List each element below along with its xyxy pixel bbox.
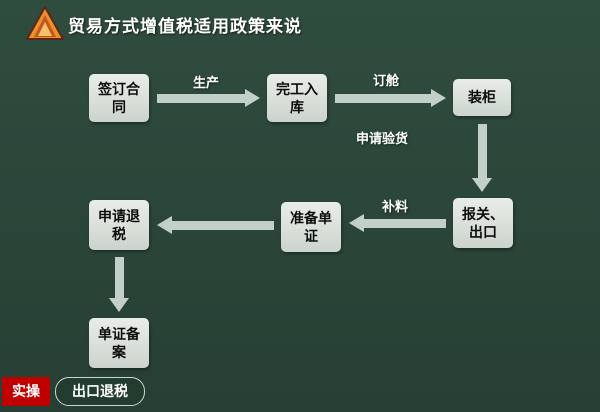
arrow-shaft [477,124,487,178]
node-finished-goods-in: 完工入库 [267,74,327,122]
node-prepare-documents: 准备单证 [281,202,341,252]
arrow-right-head-icon [245,89,260,107]
arrow-right-head-icon [431,89,446,107]
arrow-shaft [157,93,245,103]
node-sign-contract: 签订合同 [89,74,149,122]
edge-label-supplement: 补料 [382,199,409,214]
edge-label-produce: 生产 [193,75,220,90]
tab-export-tax-refund: 出口退税 [55,377,145,406]
node-document-filing: 单证备案 [89,318,149,368]
flow-arrow-supplement [349,214,446,232]
arrow-shaft [335,93,431,103]
flow-arrow-booking [335,89,446,107]
node-customs-declaration-export: 报关、出口 [453,198,513,248]
edge-label-inspection: 申请验货 [356,131,409,146]
arrow-down-head-icon [109,298,129,312]
arrow-shaft [364,218,446,228]
flow-arrow-produce [157,89,260,107]
slide-title: 贸易方式增值税适用政策来说 [68,17,302,36]
arrow-left-head-icon [157,216,172,234]
flow-arrow-loading-to-customs [472,124,492,192]
footer-tabs: 实操 出口退税 [2,377,145,406]
flow-arrow-refund-to-filing [109,257,129,312]
edge-label-booking: 订舱 [373,73,400,88]
mountain-triangle-logo-icon [25,4,65,40]
title-bar: 贸易方式增值税适用政策来说 [0,0,600,48]
arrow-shaft [172,220,274,230]
arrow-down-head-icon [472,178,492,192]
flow-arrow-prepare-to-refund [157,216,274,234]
arrow-left-head-icon [349,214,364,232]
node-apply-tax-refund: 申请退税 [89,200,149,250]
tab-practice: 实操 [2,377,50,406]
arrow-shaft [114,257,124,298]
node-container-loading: 装柜 [453,79,511,116]
